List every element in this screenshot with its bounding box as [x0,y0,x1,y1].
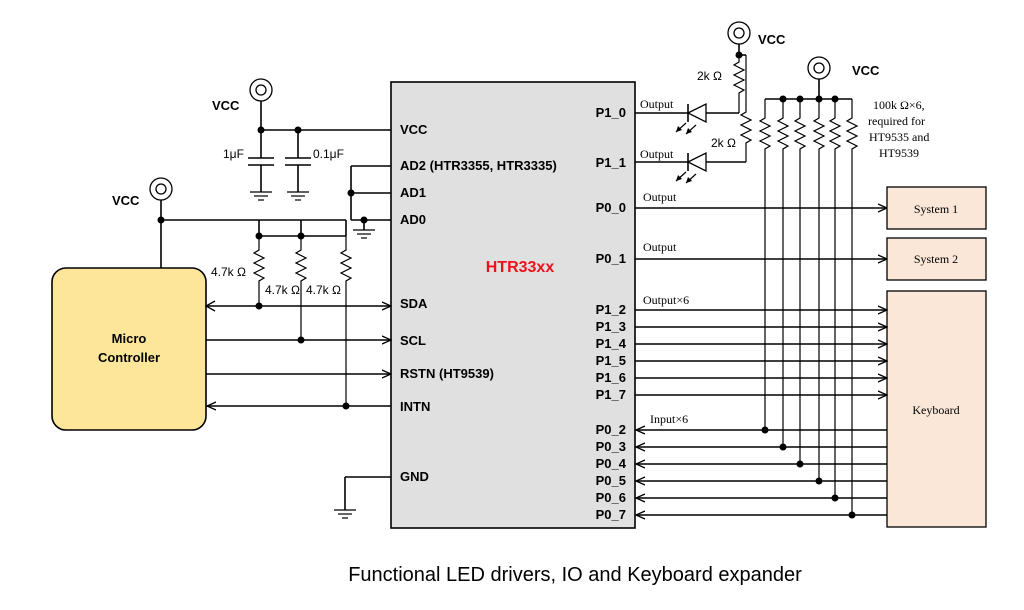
resistor-scl-pullup [294,236,308,340]
signal-input-keys: Input×6 [650,412,688,426]
micro-controller-label-1: Micro [112,331,147,346]
pin-p0-3: P0_3 [596,439,626,454]
pin-p0-5: P0_5 [596,473,626,488]
keyboard-label: Keyboard [912,403,959,417]
system1-block [886,186,987,230]
pin-p0-7: P0_7 [596,507,626,522]
pin-p1-0: P1_0 [596,105,626,120]
vcc-label-caps: VCC [212,98,240,113]
address-pin-wiring [347,165,391,239]
vcc-symbol-led [727,21,751,55]
capacitor-0-1uf-label: 0.1μF [313,147,344,161]
led-driver-p1-1 [635,151,746,184]
signal-output-keys: Output×6 [643,293,689,307]
pin-sda: SDA [400,296,428,311]
capacitor-0-1uf [285,157,311,201]
resistor-led-1 [732,55,746,113]
pin-p0-2: P0_2 [596,422,626,437]
micro-controller-block [51,267,207,431]
led-driver-p1-0 [635,102,739,135]
pullup-note-3: HT9535 and [869,130,929,144]
pin-vcc: VCC [400,122,428,137]
keyboard-input-lines [636,430,887,515]
resistor-led-2-label: 2k Ω [711,136,736,150]
signal-output-p0-1: Output [643,240,677,254]
pin-p1-3: P1_3 [596,319,626,334]
pin-rstn: RSTN (HT9539) [400,366,494,381]
pin-p1-1: P1_1 [596,155,626,170]
pullup-note-1: 100k Ω×6, [873,98,925,112]
vcc-pin-wiring [257,126,391,158]
pin-p0-1: P0_1 [596,251,626,266]
capacitor-1uf-label: 1μF [223,147,244,161]
pin-ad2: AD2 (HTR3355, HTR3335) [400,158,557,173]
pin-p1-7: P1_7 [596,387,626,402]
resistor-led-2 [735,51,753,162]
pin-p1-2: P1_2 [596,302,626,317]
vcc-symbol-caps [249,78,273,130]
pullup-note-4: HT9539 [879,146,919,160]
keyboard-block [886,290,987,528]
figure-caption: Functional LED drivers, IO and Keyboard … [348,564,802,586]
system2-label: System 2 [914,252,958,266]
micro-controller-label-2: Controller [98,350,160,365]
vcc-label-pullup: VCC [852,63,880,78]
pullup-bank-100k [758,95,859,519]
bus-sda [204,300,391,312]
vcc-symbol-pullup [807,56,831,99]
pin-p0-6: P0_6 [596,490,626,505]
keyboard-output-lines [635,310,887,395]
pin-p0-0: P0_0 [596,200,626,215]
resistor-led-1-label: 2k Ω [697,69,722,83]
pin-intn: INTN [400,399,430,414]
resistor-intn-label: 4.7k Ω [306,283,341,297]
vcc-label-led: VCC [758,32,786,47]
signal-output-p0-0: Output [643,190,677,204]
pin-p1-4: P1_4 [596,336,627,351]
bus-intn [207,403,391,410]
signal-output-p1-1: Output [640,147,674,161]
pin-p0-4: P0_4 [596,456,627,471]
capacitor-1uf [248,157,274,201]
system2-block [886,237,987,281]
signal-output-p1-0: Output [640,97,674,111]
chip-name: HTR33xx [486,259,555,276]
pin-gnd: GND [400,469,429,484]
pin-p1-5: P1_5 [596,353,626,368]
pin-p1-6: P1_6 [596,370,626,385]
resistor-scl-label: 4.7k Ω [265,283,300,297]
vcc-symbol-mcu [149,177,173,268]
resistor-sda-label: 4.7k Ω [211,265,246,279]
pullup-note-2: required for [868,114,925,128]
pin-ad1: AD1 [400,185,426,200]
vcc-label-mcu: VCC [112,193,140,208]
bus-scl [206,337,391,344]
resistor-sda-pullup [252,236,266,306]
resistor-intn-pullup [339,236,353,406]
chip-body [390,81,636,529]
pullup-rail [157,216,347,240]
pin-ad0: AD0 [400,212,426,227]
gnd-pin-wiring [334,476,391,519]
system1-label: System 1 [914,202,958,216]
pin-scl: SCL [400,333,426,348]
